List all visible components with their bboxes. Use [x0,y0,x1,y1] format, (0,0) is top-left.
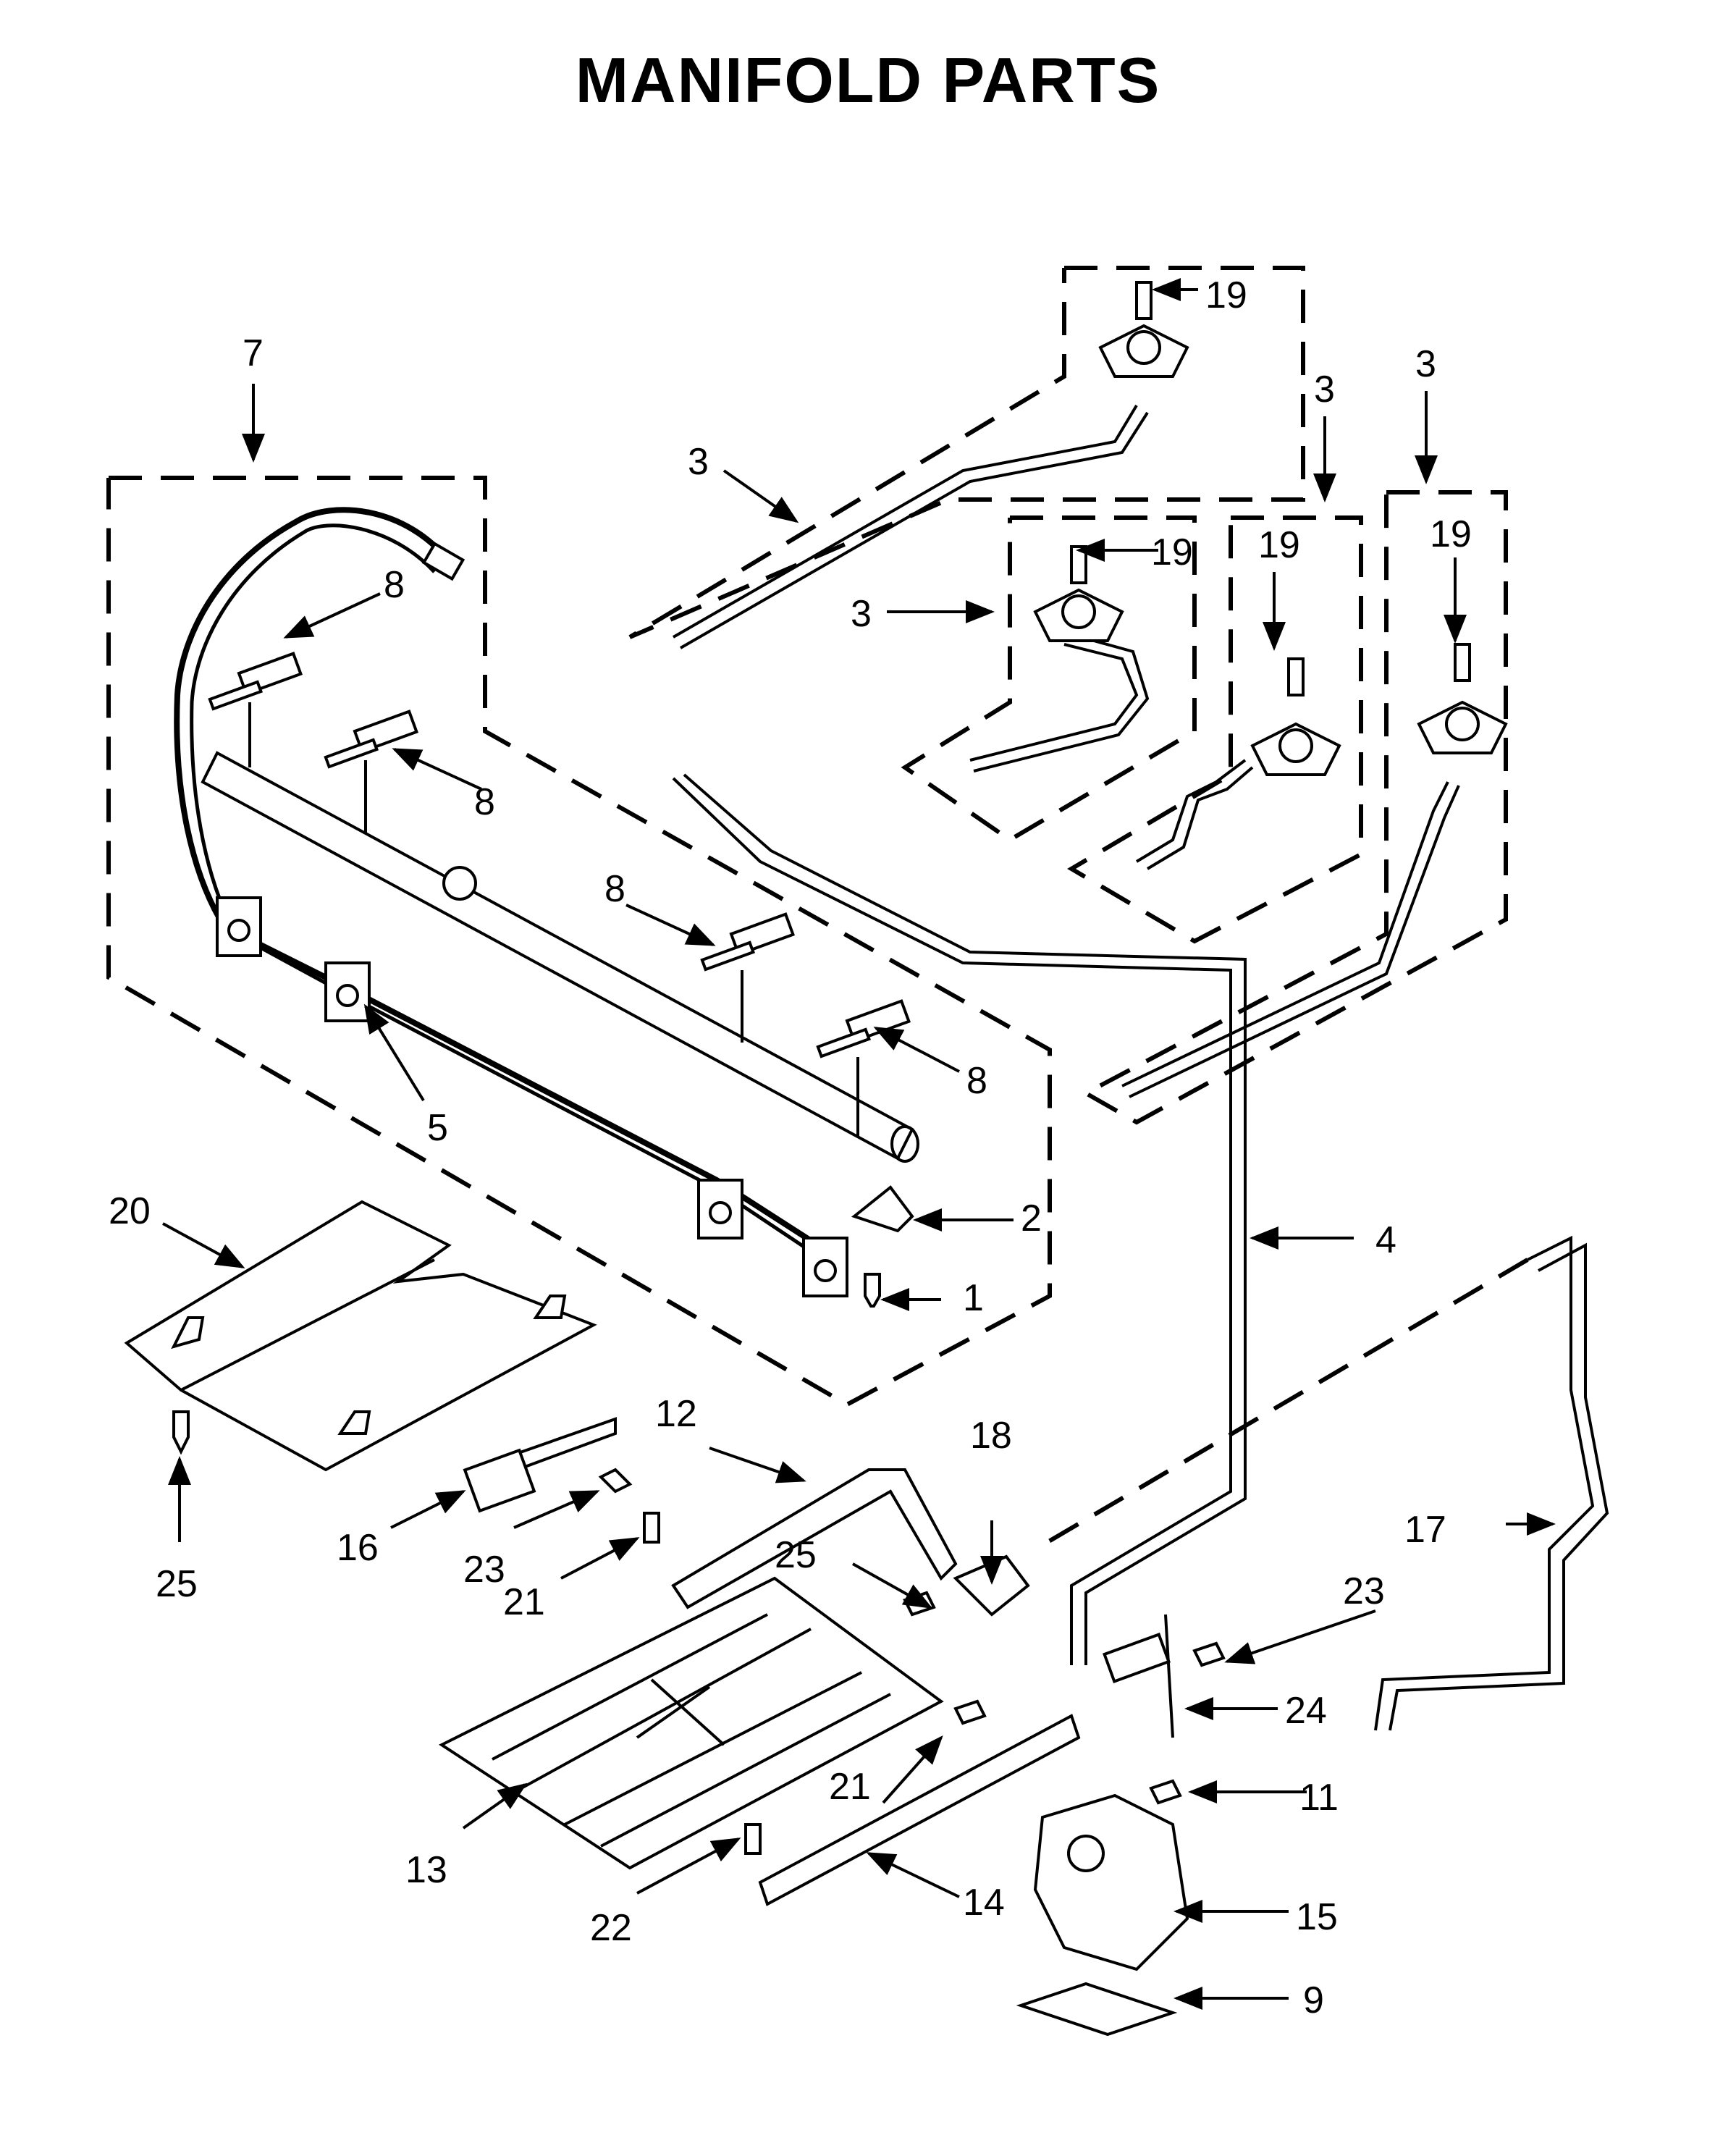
tube-3 [1135,759,1247,863]
callout-leaders [162,278,1556,2010]
callout-22: 22 [590,1907,632,1949]
callout-19: 19 [1205,274,1247,316]
callout-8: 8 [384,564,405,606]
callout-19: 19 [1430,513,1472,555]
tube-17 [1374,1235,1595,1731]
callout-11: 11 [1299,1777,1339,1819]
screw [1192,1641,1226,1667]
callout-19: 19 [1151,531,1193,573]
wire-clip [802,1237,848,1297]
callout-18: 18 [970,1415,1012,1457]
callout-24: 24 [1285,1690,1327,1732]
screw [864,1273,881,1308]
screw [598,1468,633,1494]
screw [744,1823,762,1855]
valve-box-right-outline [1081,490,1508,1125]
callout-8: 8 [474,781,495,823]
gas-valve [1033,545,1124,642]
screw [953,1699,987,1725]
callout-3: 3 [688,441,709,483]
burner-valve [324,710,418,833]
igniter [1103,1632,1171,1684]
callout-25: 25 [156,1563,198,1605]
gas-valves [1033,281,1508,776]
valve-box-3-outline [1067,515,1363,944]
lower-parts [438,1417,1226,2037]
callout-19: 19 [1258,524,1300,566]
callout-1: 1 [963,1277,984,1319]
tube-top [673,404,1138,639]
callout-labels: 1 2 3 3 3 3 4 5 7 8 8 8 8 9 11 12 13 14 … [109,274,1472,2021]
callout-13: 13 [405,1849,447,1891]
tube-mid [969,643,1139,762]
callout-20: 20 [109,1190,151,1232]
burner-valve [208,652,303,767]
valve-box-mid-outline [901,515,1197,843]
callout-9: 9 [1303,1979,1324,2021]
screw [1149,1779,1182,1805]
callout-23: 23 [1343,1570,1385,1612]
valve-box-top-outline [628,266,1305,639]
dashed-group-outlines [106,266,1529,1552]
callout-2: 2 [1021,1197,1042,1239]
wire-harness-5 [174,507,820,1248]
wire-clip [216,896,262,957]
supply-tubes [672,404,1609,1731]
diagram-title: MANIFOLD PARTS [575,44,1161,116]
callout-7: 7 [243,332,264,374]
callout-4: 4 [1375,1219,1396,1261]
group-7-outline [106,476,1052,1407]
wire-connector [421,542,465,581]
broil-burner [758,1714,1081,1906]
callout-8: 8 [604,868,625,910]
screw [643,1512,660,1544]
burner-valve [700,912,795,1043]
pilot-line-dashed [1034,1258,1529,1552]
callout-25: 25 [775,1534,817,1576]
manifold-group [174,507,919,1308]
bake-burner-plate [438,1576,944,1870]
callout-17: 17 [1404,1509,1446,1551]
callout-21: 21 [829,1766,871,1808]
callout-3: 3 [851,593,872,635]
tube-right [1121,781,1449,1087]
screw [172,1410,190,1455]
gas-valve [1098,281,1189,378]
callout-3: 3 [1314,369,1335,411]
callout-15: 15 [1296,1896,1338,1938]
callout-3: 3 [1415,343,1436,385]
callout-5: 5 [427,1107,448,1149]
callout-12: 12 [655,1393,697,1435]
broil-burner-tube [671,1468,958,1609]
callout-8: 8 [966,1060,987,1102]
gas-valve [1250,657,1341,776]
callout-23: 23 [463,1549,505,1591]
callout-16: 16 [337,1527,379,1569]
manifold-bracket [851,1185,914,1233]
gas-valve [1417,643,1508,754]
pressure-regulator-valve [1033,1793,1189,1971]
valve-mounting-plate [1016,1982,1178,2037]
heat-shield [124,1200,597,1472]
callout-21: 21 [503,1581,545,1623]
wire-clip [697,1179,743,1239]
callout-14: 14 [963,1882,1005,1924]
wire-clip [324,961,371,1022]
tube-4 [672,777,1232,1665]
